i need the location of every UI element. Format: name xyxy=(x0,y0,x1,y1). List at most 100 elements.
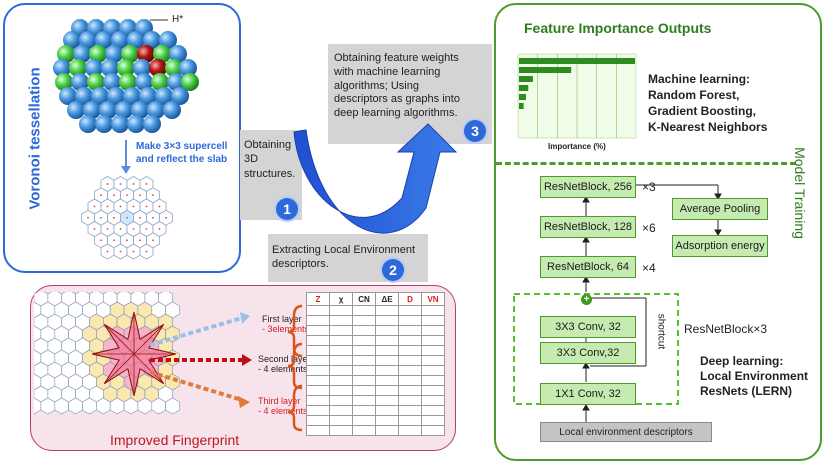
voronoi-site xyxy=(158,228,161,230)
voronoi-site xyxy=(132,250,135,253)
fingerprint-cell xyxy=(306,325,330,336)
fingerprint-cell xyxy=(421,385,445,396)
voronoi-site xyxy=(152,216,154,219)
layer-1-name: First layer xyxy=(262,314,302,324)
fingerprint-cell xyxy=(329,415,353,426)
fingerprint-cell xyxy=(352,385,376,396)
fingerprint-cell xyxy=(329,335,353,346)
fingerprint-cell xyxy=(329,305,353,316)
fingerprint-cell xyxy=(375,355,399,366)
step-number-2: 2 xyxy=(382,259,404,281)
supercell-arrow xyxy=(121,140,131,174)
atom-sphere xyxy=(55,73,73,91)
dl-line-1: Local Environment xyxy=(700,369,809,383)
adsorption-energy: Adsorption energy xyxy=(672,235,768,257)
fingerprint-cell xyxy=(329,355,353,366)
atom-sphere xyxy=(63,31,81,49)
process-arrow xyxy=(293,123,458,234)
resnet-block-64: ResNetBlock, 64 xyxy=(540,256,636,278)
atom-sphere xyxy=(105,45,123,63)
atom-sphere xyxy=(147,101,165,119)
fingerprint-cell xyxy=(421,345,445,356)
voronoi-site xyxy=(93,205,96,208)
atom-sphere xyxy=(57,45,75,63)
importance-bar xyxy=(519,67,572,73)
fingerprint-cell xyxy=(306,405,330,416)
step-text-extracting: Extracting Local Environment descriptors… xyxy=(272,244,416,271)
fingerprint-cell xyxy=(306,425,330,436)
input-descriptors: Local environment descriptors xyxy=(540,422,712,442)
fingerprint-cell xyxy=(398,365,422,376)
layer-2-count: - 4 elements xyxy=(258,364,308,374)
ml-algo-1: Random Forest, xyxy=(648,88,740,102)
atom-sphere xyxy=(169,45,187,63)
fingerprint-cell xyxy=(352,365,376,376)
fingerprint-cell xyxy=(352,405,376,416)
voronoi-site xyxy=(113,239,115,242)
atom-sphere xyxy=(115,101,133,119)
fingerprint-cell xyxy=(421,325,445,336)
atom-sphere xyxy=(137,45,155,63)
fingerprint-cell xyxy=(375,325,399,336)
fingerprint-cell xyxy=(306,395,330,406)
voronoi-site xyxy=(132,228,135,230)
atom-sphere xyxy=(69,59,87,77)
voronoi-site xyxy=(119,205,122,208)
fingerprint-cell xyxy=(329,395,353,406)
fingerprint-cell xyxy=(398,305,422,316)
layer-1-count: - 3elements xyxy=(262,324,310,334)
fingerprint-cell xyxy=(306,415,330,426)
atom-sphere xyxy=(111,31,129,49)
atom-sphere xyxy=(153,45,171,63)
atom-sphere xyxy=(163,101,181,119)
fingerprint-cell xyxy=(421,305,445,316)
fingerprint-cell xyxy=(352,415,376,426)
fingerprint-cell xyxy=(329,385,353,396)
fingerprint-cell xyxy=(421,415,445,426)
supercell-text: Make 3×3 supercell and reflect the slab xyxy=(136,141,228,165)
atom-sphere xyxy=(111,115,129,133)
fingerprint-col-header: ΔE xyxy=(375,292,399,306)
average-pooling: Average Pooling xyxy=(672,198,768,220)
fingerprint-cell xyxy=(421,315,445,326)
atom-sphere xyxy=(91,87,109,105)
voronoi-site xyxy=(145,228,148,230)
voronoi-site xyxy=(119,250,122,253)
atom-sphere xyxy=(151,73,169,91)
conv-3x3-mid: 3X3 Conv,32 xyxy=(540,342,636,364)
section-divider xyxy=(496,162,796,165)
fingerprint-cell xyxy=(375,365,399,376)
voronoi-site xyxy=(139,194,141,197)
voronoi-site xyxy=(100,216,102,219)
fingerprint-col-header: VN xyxy=(421,292,445,306)
fingerprint-cell xyxy=(398,385,422,396)
neighbor-bond xyxy=(104,353,135,384)
atom-sphere xyxy=(167,73,185,91)
atom-sphere xyxy=(181,73,199,91)
fingerprint-cell xyxy=(306,305,330,316)
atom-sphere xyxy=(121,45,139,63)
atom-sphere xyxy=(165,59,183,77)
atom-sphere xyxy=(127,31,145,49)
fingerprint-cell xyxy=(375,405,399,416)
fingerprint-cell xyxy=(375,385,399,396)
atom-sphere xyxy=(95,115,113,133)
fingerprint-cell xyxy=(398,395,422,406)
fingerprint-cell xyxy=(329,405,353,416)
importance-bar xyxy=(519,76,533,82)
voronoi-site xyxy=(139,216,141,219)
fingerprint-cell xyxy=(398,315,422,326)
atom-sphere xyxy=(79,115,97,133)
step-number-1: 1 xyxy=(276,198,298,220)
importance-bar xyxy=(519,103,524,109)
atom-sphere xyxy=(73,45,91,63)
voronoi-site xyxy=(87,216,89,219)
voronoi-site xyxy=(106,205,109,208)
fingerprint-cell xyxy=(398,325,422,336)
step-text-weights: Obtaining feature weights with machine l… xyxy=(334,52,460,119)
voronoi-site xyxy=(113,194,115,197)
conv-1x1: 1X1 Conv, 32 xyxy=(540,383,636,405)
fingerprint-cell xyxy=(421,365,445,376)
atom-sphere xyxy=(143,31,161,49)
